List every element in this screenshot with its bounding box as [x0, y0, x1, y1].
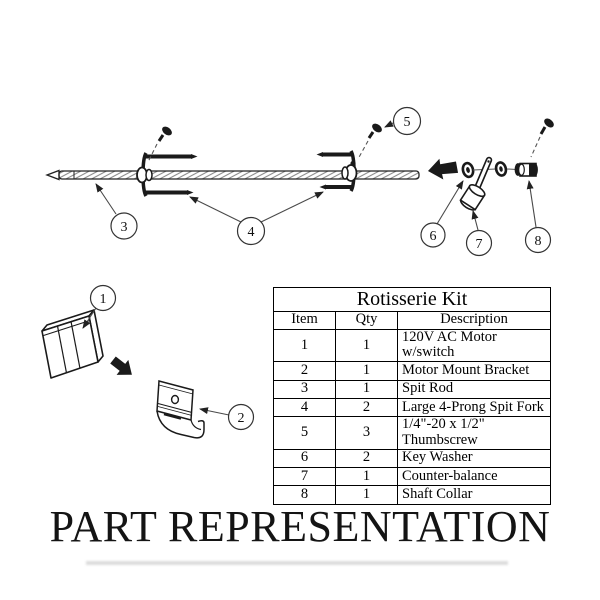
cell-item: 5 — [273, 416, 336, 450]
svg-text:8: 8 — [535, 234, 542, 249]
svg-text:3: 3 — [121, 220, 128, 235]
motor-mount-bracket — [156, 380, 205, 439]
thumbscrew-middle — [357, 123, 382, 160]
shaft-collar — [506, 162, 538, 177]
table-row: 1 1 120V AC Motor w/switch — [273, 328, 552, 363]
cell-item: 2 — [273, 361, 336, 381]
cell-item: 1 — [273, 328, 336, 363]
counter-balance — [459, 156, 497, 211]
svg-text:6: 6 — [430, 229, 437, 244]
col-header-item: Item — [273, 311, 336, 330]
table-row: 6 2 Key Washer — [273, 448, 552, 469]
cell-description: Key Washer — [396, 448, 552, 469]
cell-item: 3 — [273, 379, 336, 400]
thumbscrew-left — [147, 126, 172, 163]
table-row: 4 2 Large 4-Prong Spit Fork — [273, 398, 552, 418]
cell-description: Large 4-Prong Spit Fork — [396, 398, 552, 418]
cell-item: 7 — [273, 467, 336, 487]
cell-description: Motor Mount Bracket — [396, 361, 552, 381]
caption-underline-smudge — [86, 561, 508, 565]
callout-6: 6 — [420, 222, 446, 248]
page-title: PART REPRESENTATION — [49, 502, 551, 551]
svg-text:5: 5 — [404, 115, 411, 130]
svg-text:2: 2 — [238, 411, 245, 426]
spit-fork-left — [136, 152, 198, 197]
table-row: 8 1 Shaft Collar — [273, 485, 552, 505]
cell-qty: 2 — [335, 398, 398, 418]
callout-2: 2 — [227, 403, 255, 431]
callout-3: 3 — [110, 212, 138, 240]
cell-description: Counter-balance — [396, 467, 552, 487]
leader-lines — [82, 120, 537, 416]
cell-qty: 1 — [335, 379, 398, 400]
cell-description: 120V AC Motor w/switch — [396, 328, 552, 363]
motor — [41, 309, 104, 379]
spit-rod — [45, 169, 420, 181]
key-washer-1 — [461, 161, 475, 179]
thumbscrew-right — [530, 118, 554, 158]
cell-description: Spit Rod — [396, 379, 552, 400]
cell-description: 1/4"-20 x 1/2" Thumbscrew — [396, 416, 552, 450]
cell-qty: 1 — [335, 467, 398, 487]
callout-1: 1 — [89, 284, 117, 312]
svg-text:1: 1 — [100, 292, 107, 307]
cell-item: 6 — [273, 448, 336, 469]
callout-7: 7 — [465, 229, 493, 257]
cell-item: 4 — [273, 398, 336, 418]
svg-text:4: 4 — [248, 225, 255, 240]
block-arrow-down-right-icon — [110, 356, 132, 375]
table-row: 2 1 Motor Mount Bracket — [273, 361, 552, 381]
parts-table-title: Rotisserie Kit — [272, 287, 552, 312]
key-washer-2 — [494, 161, 508, 177]
cell-description: Shaft Collar — [396, 485, 552, 505]
parts-table: Rotisserie Kit Item Qty Description 1 1 … — [272, 287, 552, 505]
cell-qty: 1 — [335, 328, 398, 363]
table-row: 3 1 Spit Rod — [273, 379, 552, 400]
callout-5: 5 — [392, 106, 422, 136]
col-header-description: Description — [396, 311, 552, 330]
cell-qty: 1 — [335, 361, 398, 381]
callout-8: 8 — [524, 226, 552, 254]
cell-qty: 2 — [335, 448, 398, 469]
col-header-qty: Qty — [335, 311, 398, 330]
spit-fork-right — [316, 150, 358, 192]
table-row: 7 1 Counter-balance — [273, 467, 552, 487]
callout-4: 4 — [236, 216, 266, 246]
cell-qty: 3 — [335, 416, 398, 450]
block-arrow-left-icon — [428, 158, 459, 180]
table-row: 5 3 1/4"-20 x 1/2" Thumbscrew — [273, 416, 552, 450]
svg-text:7: 7 — [476, 237, 483, 252]
